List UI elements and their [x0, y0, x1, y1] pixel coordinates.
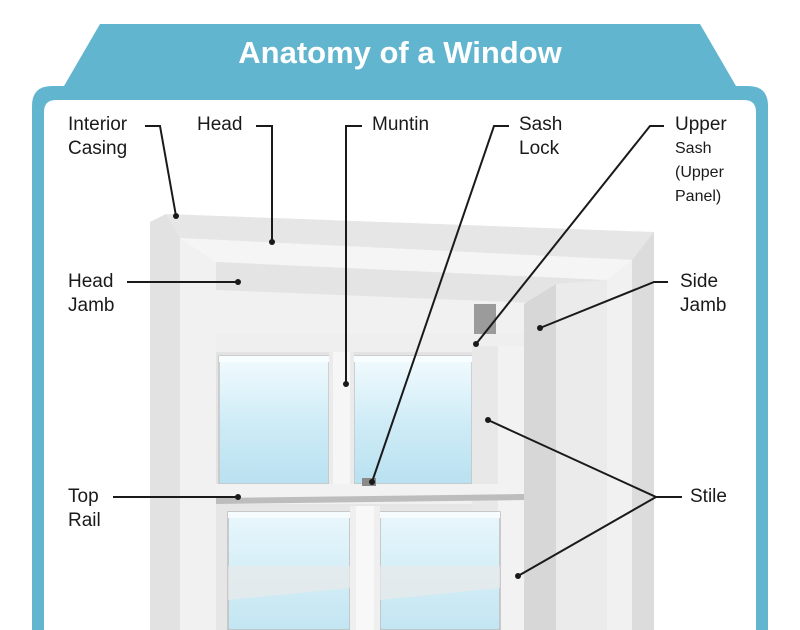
leader-dots [173, 213, 543, 579]
label-muntin: Muntin [372, 114, 430, 135]
label-top-rail: Top Rail [68, 486, 101, 531]
page-title: Anatomy of a Window [238, 35, 562, 70]
label-side-jamb: Side Jamb [680, 271, 727, 316]
label-upper-sash: Upper Sash (Upper Panel) [675, 114, 727, 205]
leader-lines [113, 125, 682, 577]
title-banner [64, 24, 736, 86]
label-stile: Stile [690, 486, 727, 507]
label-interior-casing: Interior Casing [68, 114, 128, 159]
label-head: Head [197, 114, 243, 135]
label-head-jamb: Head Jamb [68, 271, 115, 316]
lower-sash [216, 478, 524, 630]
label-sash-lock: Sash Lock [519, 114, 563, 159]
window-jambs [216, 262, 607, 630]
